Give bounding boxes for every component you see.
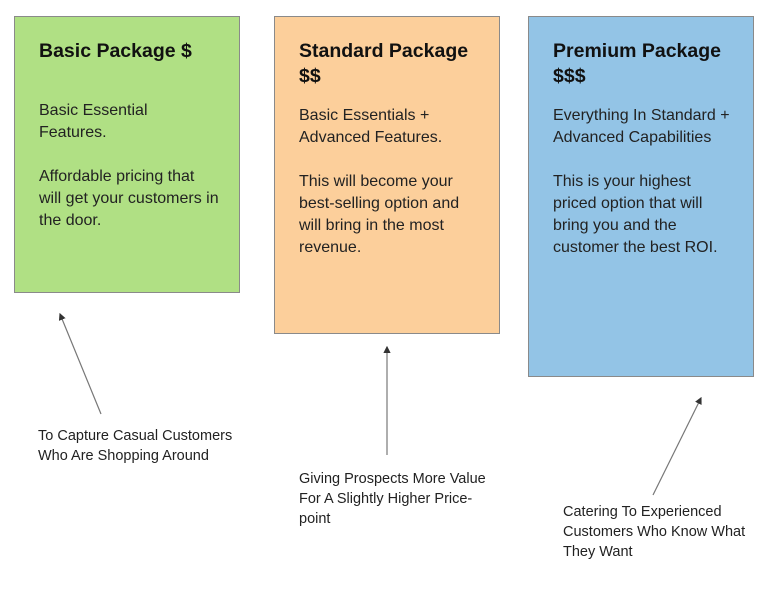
basic-package-features: Basic Essential Features.: [39, 102, 148, 141]
basic-package-description: Affordable pricing that will get your cu…: [39, 168, 219, 229]
standard-package-caption: Giving Prospects More Value For A Slight…: [299, 471, 486, 527]
premium-package-features: Everything In Standard + Advanced Capabi…: [553, 107, 730, 146]
standard-package-description: This will become your best-selling optio…: [299, 173, 460, 256]
premium-package-caption: Catering To Experienced Customers Who Kn…: [563, 504, 746, 560]
arrow-icon-basic: [58, 312, 102, 415]
standard-package-box: Standard Package $$ Basic Essentials + A…: [274, 16, 500, 334]
standard-package-title: Standard Package $$: [299, 40, 469, 87]
basic-package-box: Basic Package $ Basic Essential Features…: [14, 16, 240, 293]
arrow-icon-premium: [652, 396, 702, 496]
basic-package-caption: To Capture Casual Customers Who Are Shop…: [38, 428, 233, 464]
premium-package-box: Premium Package $$$ Everything In Standa…: [528, 16, 754, 377]
standard-package-features: Basic Essentials + Advanced Features.: [299, 107, 443, 146]
basic-package-title: Basic Package $: [39, 40, 192, 62]
premium-package-title: Premium Package $$$: [553, 40, 722, 87]
premium-package-description: This is your highest priced option that …: [553, 173, 718, 256]
